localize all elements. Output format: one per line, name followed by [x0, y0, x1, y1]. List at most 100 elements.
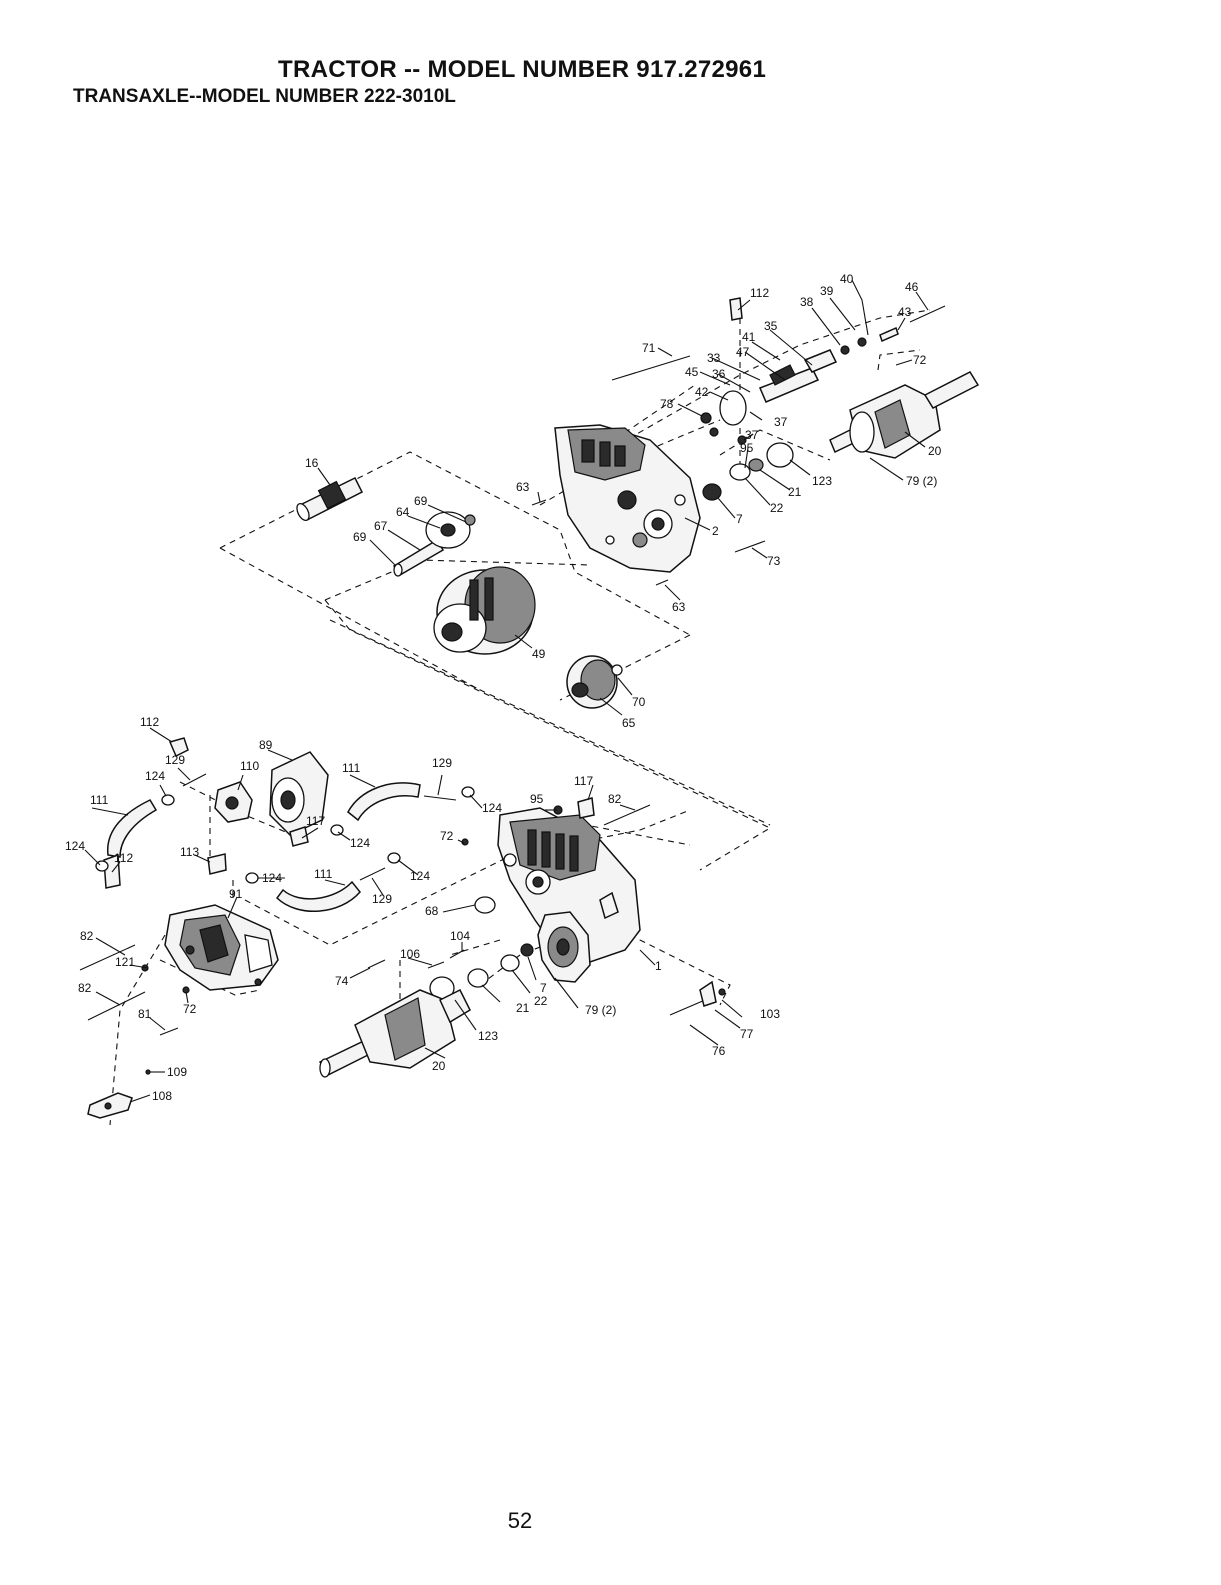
input-shaft-16[interactable] [294, 476, 364, 522]
differential-49[interactable] [433, 566, 536, 655]
callout-7: 7 [540, 981, 547, 995]
leader-lines [84, 279, 929, 1103]
callout-78: 78 [660, 397, 674, 411]
gear-64[interactable] [392, 511, 476, 577]
callout-111: 111 [90, 793, 109, 807]
callout-79-2: 79 (2) [585, 1003, 616, 1017]
callout-21: 21 [516, 1001, 530, 1015]
bypass-lever[interactable] [669, 980, 726, 1016]
callout-47: 47 [736, 345, 750, 359]
callout-77: 77 [740, 1027, 754, 1041]
callout-22: 22 [534, 994, 548, 1008]
springs-129[interactable] [182, 773, 457, 881]
callout-103: 103 [760, 1007, 780, 1021]
callout-43: 43 [898, 305, 912, 319]
callout-109: 109 [167, 1065, 187, 1079]
callout-16: 16 [305, 456, 319, 470]
brake-assembly[interactable] [611, 297, 946, 501]
upper-case-housing[interactable] [554, 424, 701, 573]
callout-124: 124 [65, 839, 85, 853]
callout-113: 113 [180, 845, 199, 859]
callout-38: 38 [800, 295, 814, 309]
callout-121: 121 [115, 955, 135, 969]
callout-35: 35 [764, 319, 778, 333]
fittings[interactable] [95, 737, 595, 889]
callout-124: 124 [262, 871, 282, 885]
callout-129: 129 [372, 892, 392, 906]
callout-65: 65 [622, 716, 636, 730]
assembly-guide-lines [109, 309, 931, 1126]
callout-111: 111 [342, 761, 361, 775]
callout-129: 129 [165, 753, 185, 767]
bolts-lower[interactable] [79, 804, 651, 1036]
callout-21: 21 [788, 485, 802, 499]
hoses-111[interactable] [107, 782, 421, 913]
callout-20: 20 [432, 1059, 446, 1073]
callout-42: 42 [695, 385, 709, 399]
callout-67: 67 [374, 519, 388, 533]
callout-82: 82 [78, 981, 92, 995]
callout-1: 1 [655, 959, 662, 973]
callout-73: 73 [767, 554, 781, 568]
callout-111: 111 [314, 867, 333, 881]
oil-filter-89[interactable] [269, 751, 329, 836]
callout-108: 108 [152, 1089, 172, 1103]
callout-71: 71 [642, 341, 656, 355]
page-subtitle: TRANSAXLE--MODEL NUMBER 222-3010L [73, 86, 456, 107]
washers-lower[interactable] [429, 896, 534, 1000]
callout-37: 37 [745, 428, 759, 442]
callout-82: 82 [608, 792, 622, 806]
callout-112: 112 [140, 715, 159, 729]
callout-123: 123 [812, 474, 832, 488]
callout-124: 124 [145, 769, 165, 783]
callout-112: 112 [750, 286, 769, 300]
callout-74: 74 [335, 974, 349, 988]
page-title: TRACTOR -- MODEL NUMBER 917.272961 [278, 56, 767, 83]
control-plate-108[interactable] [87, 1069, 151, 1119]
axle-housing-20-lower[interactable] [318, 988, 471, 1078]
callout-117: 117 [574, 774, 593, 788]
lower-case-housing[interactable] [497, 807, 641, 963]
callout-70: 70 [632, 695, 646, 709]
callout-36: 36 [712, 367, 726, 381]
callout-labels: 112 40 46 39 38 43 35 41 47 72 71 33 45 … [65, 272, 942, 1103]
callout-82: 82 [80, 929, 94, 943]
callout-22: 22 [770, 501, 784, 515]
callout-129: 129 [432, 756, 452, 770]
callout-68: 68 [425, 904, 439, 918]
callout-41: 41 [742, 330, 756, 344]
callout-69: 69 [414, 494, 428, 508]
flange-79-lower[interactable] [537, 911, 591, 983]
misc-pins-upper [531, 499, 766, 586]
callout-112: 112 [114, 851, 133, 865]
callout-7: 7 [736, 512, 743, 526]
callout-63: 63 [516, 480, 530, 494]
hydrostatic-pump-91[interactable] [164, 904, 279, 991]
callout-117: 117 [306, 814, 325, 828]
callout-95: 95 [740, 441, 754, 455]
callout-72: 72 [913, 353, 927, 367]
callout-49: 49 [532, 647, 546, 661]
page-number: 52 [507, 1508, 533, 1533]
axle-housing-20-upper[interactable] [829, 371, 980, 459]
callout-33: 33 [707, 351, 721, 365]
callout-64: 64 [396, 505, 410, 519]
callout-123: 123 [478, 1029, 498, 1043]
filter-adapter-110[interactable] [214, 781, 253, 823]
callout-2: 2 [712, 524, 719, 538]
callout-40: 40 [840, 272, 854, 286]
callout-106: 106 [400, 947, 420, 961]
callout-124: 124 [482, 801, 502, 815]
callout-72: 72 [440, 829, 454, 843]
callout-110: 110 [240, 759, 259, 773]
callout-81: 81 [138, 1007, 152, 1021]
callout-72: 72 [183, 1002, 197, 1016]
callout-45: 45 [685, 365, 699, 379]
callout-95: 95 [530, 792, 544, 806]
callout-37: 37 [774, 415, 788, 429]
callout-63: 63 [672, 600, 686, 614]
callout-124: 124 [410, 869, 430, 883]
callout-124: 124 [350, 836, 370, 850]
gear-65[interactable] [566, 655, 623, 709]
